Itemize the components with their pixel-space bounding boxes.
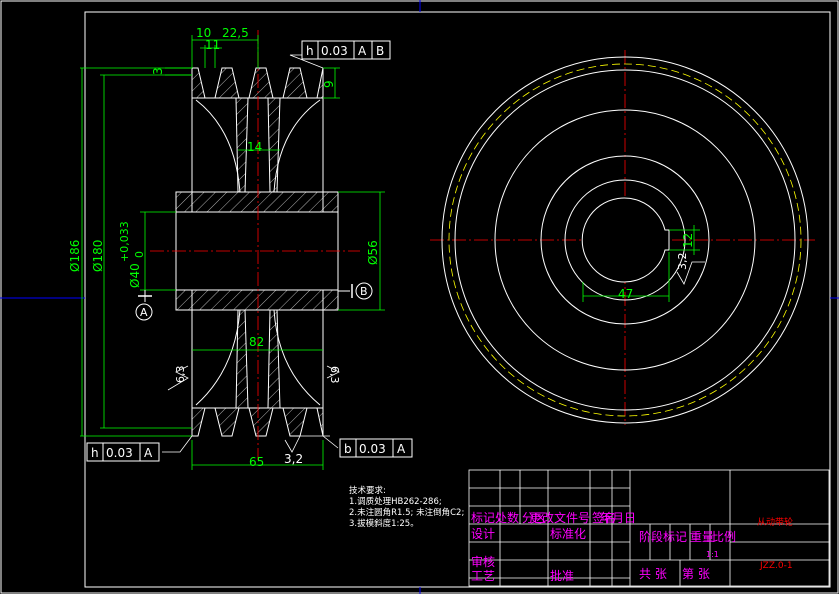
tolerance-frame-bottom-left: h 0.03 A: [86, 435, 193, 462]
tol-br-ref: A: [397, 442, 406, 456]
tol-bl-symbol: h: [91, 446, 99, 460]
tb-drawing-no: JZZ.0-1: [759, 561, 793, 571]
tb-sheet: 第 张: [682, 567, 710, 581]
roughness-symbols: [167, 365, 340, 453]
dim-14: 14: [247, 140, 262, 154]
dim-82: 82: [249, 335, 264, 349]
section-dimension-texts: 10 22,5 11 14 82 65 3,2 3 9 Ø186 Ø180 Ø4…: [68, 26, 380, 469]
dim-3: 3: [151, 67, 165, 75]
datum-b-label: B: [360, 285, 368, 298]
tb-scale: 比例: [712, 530, 736, 544]
technical-requirements: 技术要求: 1.调质处理HB262-286; 2.未注圆角R1.5; 未注倒角C…: [349, 486, 464, 530]
tol-br-symbol: b: [344, 442, 352, 456]
tol-bl-ref: A: [144, 446, 153, 460]
tolerance-frame-bottom-right: b 0.03 A: [322, 435, 413, 458]
tol-br-value: 0.03: [359, 442, 386, 456]
title-block: [468, 469, 830, 587]
tolerance-frame-top: h 0.03 A B: [289, 40, 391, 69]
dim-47: 47: [618, 287, 633, 301]
dim-186: Ø186: [68, 240, 82, 272]
tb-standard: 标准化: [550, 527, 586, 541]
tol-top-ref-b: B: [376, 44, 384, 58]
tb-design: 设计: [471, 527, 495, 541]
dim-11: 11: [205, 38, 220, 52]
tol-top-ref-a: A: [358, 44, 367, 58]
title-block-texts: 标记处数 分区 更改文件号 签名 年月日 设计 标准化 阶段标记 重量 比例 审…: [471, 510, 793, 583]
section-dimensions: [80, 35, 385, 470]
tb-check: 审核: [471, 554, 495, 569]
front-view: 47 12 3,2: [441, 56, 809, 424]
tb-mark: 标记处数: [471, 510, 519, 525]
tb-change: 更改文件号: [530, 510, 590, 525]
rough-6-3-right: 6,3: [328, 366, 341, 384]
tb-approve: 批准: [550, 568, 574, 583]
tech-title: 技术要求:: [349, 486, 386, 496]
tb-date: 年月日: [600, 511, 636, 525]
dim-40: Ø40: [128, 263, 142, 288]
datum-b: B: [338, 282, 373, 300]
tol-top-value: 0.03: [321, 44, 348, 58]
dim-40-tol-upper: +0,033: [118, 221, 131, 262]
datum-a: A: [135, 290, 153, 321]
dim-9: 9: [322, 80, 336, 88]
tb-part-name: 从动带轮: [757, 516, 793, 528]
tb-scale-value: 1:1: [706, 550, 719, 559]
dim-22-5: 22,5: [222, 26, 249, 40]
section-view: [175, 67, 339, 437]
dim-65: 65: [249, 455, 264, 469]
dim-40-tol-lower: 0: [133, 251, 146, 258]
tb-partition: 分区: [522, 511, 546, 525]
tb-total: 共 张: [639, 567, 667, 581]
tech-line-1: 1.调质处理HB262-286;: [349, 497, 442, 507]
tech-line-3: 3.拔模斜度1:25。: [349, 519, 419, 529]
dim-12: 12: [681, 233, 695, 248]
tol-top-symbol: h: [306, 44, 314, 58]
dim-3-2-rough: 3,2: [284, 452, 303, 466]
datum-a-label: A: [140, 306, 148, 319]
tech-line-2: 2.未注圆角R1.5; 未注倒角C2;: [349, 508, 465, 518]
tol-bl-value: 0.03: [106, 446, 133, 460]
tb-process: 工艺: [471, 569, 495, 583]
dim-180: Ø180: [91, 240, 105, 272]
tb-weight: 重量: [690, 530, 714, 544]
dim-10: 10: [196, 26, 211, 40]
dim-key-3-2: 3,2: [676, 253, 689, 271]
dim-56: Ø56: [366, 240, 380, 265]
inner-border: [84, 11, 831, 588]
tb-stage: 阶段标记: [639, 529, 687, 544]
tb-sign: 签名: [592, 510, 616, 525]
